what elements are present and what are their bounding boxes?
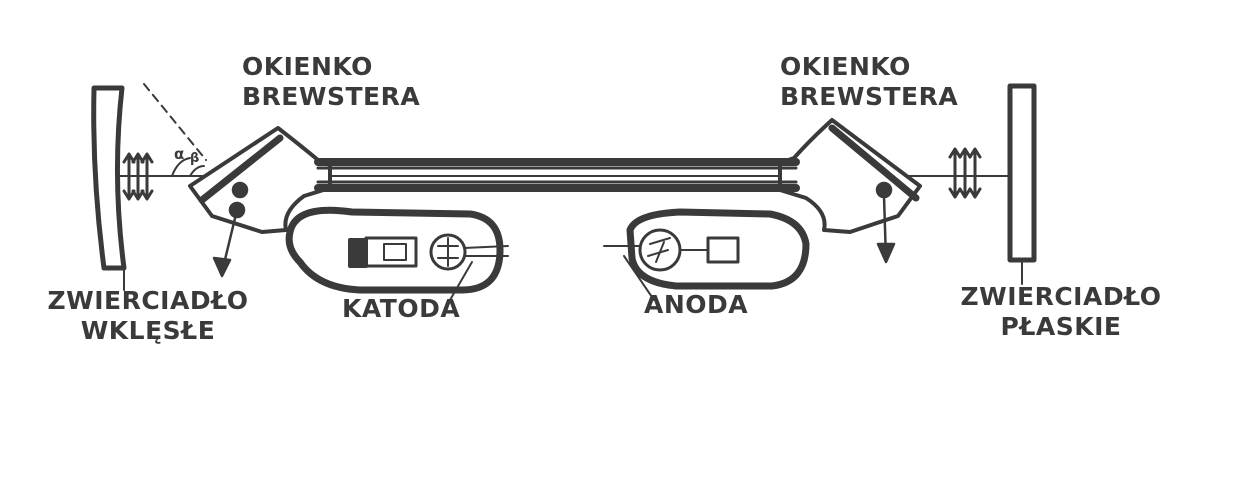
- flat-mirror-line-1: ZWIERCIADŁO: [960, 282, 1162, 311]
- flat-mirror-label: ZWIERCIADŁO PŁASKIE: [950, 282, 1172, 342]
- angle-arc-2: [189, 165, 205, 177]
- anode-label: ANODA: [644, 290, 749, 319]
- cathode-electrode: [348, 233, 509, 301]
- brewster-left-line-1: OKIENKO: [242, 52, 373, 81]
- concave-mirror: [91, 85, 127, 271]
- left-window-housing: [188, 126, 332, 234]
- polarization-marks-right: [948, 147, 982, 199]
- brewster-right-line-2: BREWSTERA: [780, 82, 959, 111]
- right-window-housing: [778, 118, 922, 234]
- concave-mirror-label: ZWIERCIADŁO WKLĘSŁE: [40, 286, 256, 346]
- flat-mirror: [1007, 83, 1037, 263]
- brewster-window-left: [198, 134, 284, 204]
- reflection-right: [875, 181, 896, 264]
- angle-alpha-label: α: [174, 145, 185, 163]
- angle-beta-label: β: [190, 151, 200, 166]
- brewster-window-right: [828, 124, 920, 202]
- reflection-left: [212, 181, 249, 278]
- anode-chamber: [626, 208, 810, 290]
- normal-line: [143, 83, 207, 161]
- cathode-label: KATODA: [342, 294, 461, 323]
- brewster-left-label: OKIENKO BREWSTERA: [242, 52, 420, 112]
- brewster-left-line-2: BREWSTERA: [242, 82, 421, 111]
- concave-mirror-line-1: ZWIERCIADŁO: [47, 286, 249, 315]
- brewster-right-label: OKIENKO BREWSTERA: [780, 52, 958, 112]
- brewster-right-line-1: OKIENKO: [780, 52, 911, 81]
- concave-mirror-line-2: WKLĘSŁE: [80, 316, 216, 345]
- cathode-chamber: [285, 206, 504, 294]
- capillary-tube: [314, 158, 800, 192]
- angle-arc: [171, 157, 191, 177]
- polarization-marks-left: [122, 152, 154, 201]
- flat-mirror-line-2: PŁASKIE: [1000, 312, 1122, 341]
- anode-electrode: [603, 228, 740, 301]
